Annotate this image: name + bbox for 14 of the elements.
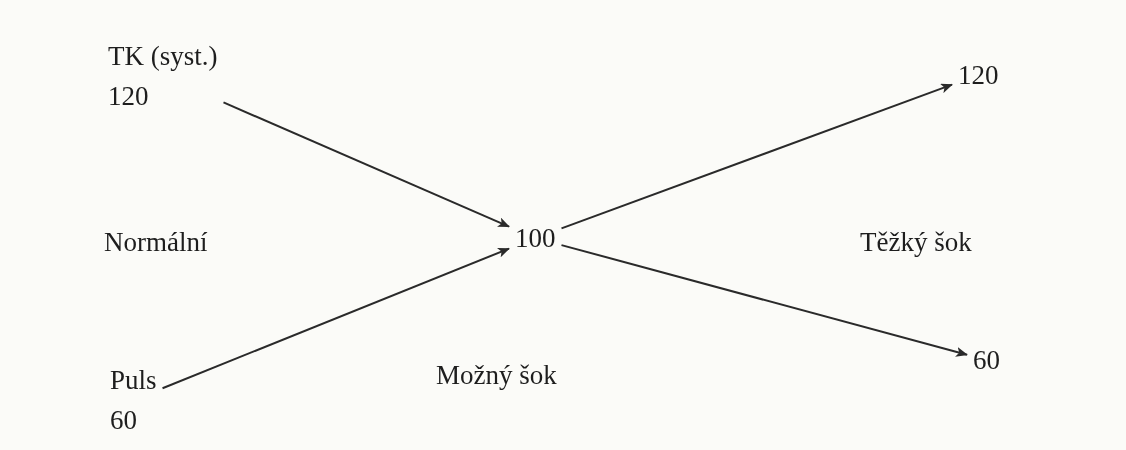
- value-label: Puls: [110, 364, 157, 397]
- value-label: 120: [108, 80, 149, 113]
- arrow: [222, 101, 510, 228]
- arrow: [560, 83, 953, 230]
- value-label: 60: [110, 404, 137, 437]
- value-label: TK (syst.): [108, 40, 218, 73]
- value-label: 120: [958, 59, 999, 92]
- zone-label: Normální: [104, 226, 208, 259]
- arrow: [560, 244, 968, 357]
- zone-label: Těžký šok: [860, 226, 972, 259]
- value-label: 100: [515, 222, 556, 255]
- arrow: [161, 247, 510, 390]
- zone-label: Možný šok: [436, 359, 557, 392]
- value-label: 60: [973, 344, 1000, 377]
